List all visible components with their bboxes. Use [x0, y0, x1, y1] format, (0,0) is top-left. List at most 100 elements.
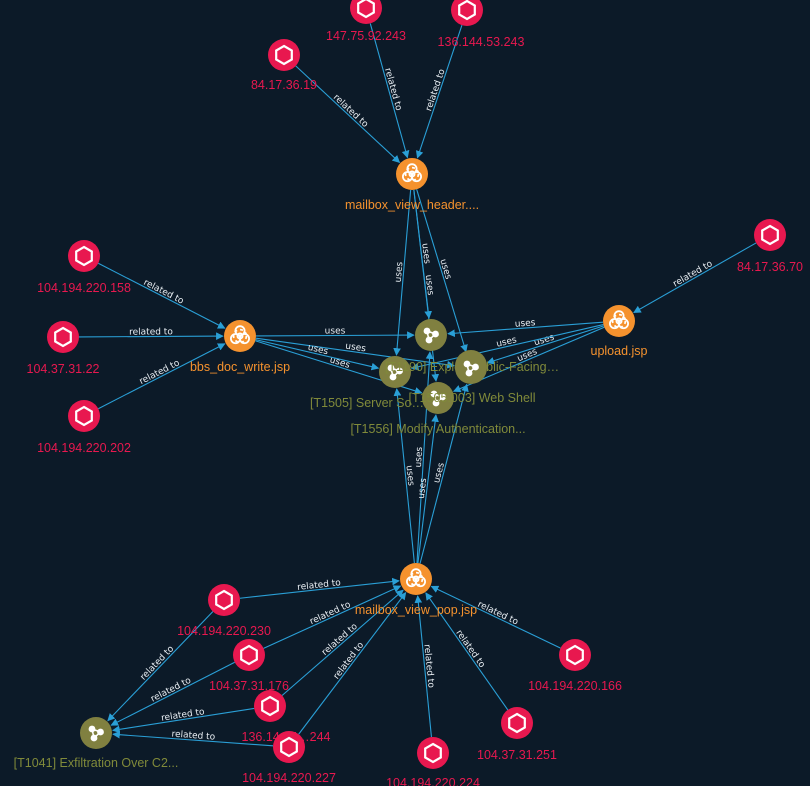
- edge-label: uses: [414, 446, 425, 468]
- node-circle[interactable]: [68, 240, 100, 272]
- node-label: bbs_doc_write.jsp: [190, 360, 290, 374]
- edge-mw2-t5: [255, 337, 455, 369]
- edge-ip13-mw4: [425, 592, 509, 711]
- node-technique-t1[interactable]: [415, 319, 447, 351]
- edge-ip9-t6: [110, 661, 235, 726]
- node-circle[interactable]: [422, 382, 454, 414]
- node-label: mailbox_view_header....: [345, 198, 479, 212]
- edge-label: related to: [421, 644, 435, 689]
- edge-label: related to: [142, 278, 186, 307]
- node-circle[interactable]: [273, 731, 305, 763]
- node-label: 104.194.220.230: [177, 624, 271, 638]
- node-ip-ip6[interactable]: 104.37.31.22: [27, 321, 100, 376]
- node-ip-ip11[interactable]: 104.194.220.227: [242, 731, 336, 785]
- node-circle[interactable]: [233, 639, 265, 671]
- node-label: 104.194.220.227: [242, 771, 336, 785]
- node-circle[interactable]: [47, 321, 79, 353]
- node-circle[interactable]: [208, 584, 240, 616]
- node-label: [T1041] Exfiltration Over C2...: [14, 756, 179, 770]
- edge-mw4-t5: [419, 383, 469, 564]
- edge-mw4-t4: [417, 414, 439, 564]
- node-circle[interactable]: [268, 39, 300, 71]
- edge-label: uses: [533, 333, 556, 349]
- node-malware-mw1[interactable]: mailbox_view_header....: [345, 158, 479, 212]
- node-label: 104.194.220.166: [528, 679, 622, 693]
- node-circle[interactable]: [379, 356, 411, 388]
- edge-ip2-mw1: [415, 24, 463, 159]
- node-ip-ip5[interactable]: 104.194.220.158: [37, 240, 131, 295]
- node-label: 104.194.220.158: [37, 281, 131, 295]
- node-malware-mw2[interactable]: bbs_doc_write.jsp: [190, 320, 290, 374]
- edge-label: uses: [345, 342, 367, 355]
- node-circle[interactable]: [455, 352, 487, 384]
- edge-label: related to: [139, 644, 177, 683]
- edge-label: related to: [671, 259, 714, 290]
- edge-ip1-mw1: [369, 23, 410, 159]
- edge-label: related to: [308, 600, 352, 627]
- node-label: [T1556] Modify Authentication...: [350, 422, 525, 436]
- node-label: 104.37.31.22: [27, 362, 100, 376]
- edge-label: uses: [394, 261, 406, 283]
- node-ip-ip2[interactable]: 136.144.53.243: [438, 0, 525, 49]
- node-circle[interactable]: [417, 737, 449, 769]
- edge-ip5-mw2: [97, 262, 226, 329]
- node-ip-ip4[interactable]: 84.17.36.70: [737, 219, 803, 274]
- edge-ip8-t6: [107, 611, 214, 722]
- edge-ip6-mw2: [78, 332, 224, 340]
- edge-mw3-t5: [486, 325, 604, 365]
- node-ip-ip14[interactable]: 104.194.220.166: [528, 639, 622, 693]
- edge-ip12-mw4: [414, 595, 432, 738]
- edge-ip7-mw2: [97, 343, 226, 410]
- edge-label: related to: [129, 327, 173, 337]
- node-circle[interactable]: [501, 707, 533, 739]
- node-circle[interactable]: [451, 0, 483, 26]
- node-technique-t4[interactable]: [T1556] Modify Authentication...: [350, 382, 526, 436]
- edge-label: related to: [453, 628, 487, 670]
- edge-mw2-t2: [255, 339, 380, 371]
- node-circle[interactable]: [754, 219, 786, 251]
- edge-label: related to: [424, 67, 448, 112]
- node-ip-ip3[interactable]: 84.17.36.19: [251, 39, 317, 92]
- node-technique-t6[interactable]: [T1041] Exfiltration Over C2...: [14, 717, 179, 770]
- edge-ip3-mw1: [295, 65, 401, 163]
- edge-mw3-t1: [447, 321, 604, 338]
- edge-label: uses: [307, 343, 330, 357]
- edge-label: related to: [149, 676, 193, 705]
- node-ip-ip8[interactable]: 104.194.220.230: [177, 584, 271, 638]
- node-ip-ip7[interactable]: 104.194.220.202: [37, 400, 131, 455]
- edge-ip14-mw4: [430, 585, 561, 649]
- edge-label: uses: [423, 274, 435, 296]
- node-malware-mw3[interactable]: upload.jsp: [591, 305, 648, 358]
- node-label: 104.37.31.251: [477, 748, 557, 762]
- node-ip-ip13[interactable]: 104.37.31.251: [477, 707, 557, 762]
- node-technique-t2[interactable]: [T1505] Server So…: [310, 356, 424, 410]
- node-circle[interactable]: [254, 690, 286, 722]
- node-label: 84.17.36.19: [251, 78, 317, 92]
- edge-ip10-t6: [112, 707, 255, 734]
- edge-ip8-mw4: [239, 577, 400, 599]
- node-circle[interactable]: [559, 639, 591, 671]
- node-circle[interactable]: [68, 400, 100, 432]
- edge-label: uses: [404, 465, 416, 487]
- edge-label: uses: [417, 477, 429, 499]
- edge-label: related to: [297, 578, 342, 593]
- edge-ip11-mw4: [298, 591, 407, 735]
- edge-ip11-t6: [112, 730, 274, 747]
- edge-label: related to: [331, 93, 370, 130]
- node-label: 104.194.220.224: [386, 776, 480, 786]
- node-technique-t5[interactable]: [T1505.003] Web Shell: [409, 352, 536, 405]
- node-circle[interactable]: [80, 717, 112, 749]
- node-ip-ip12[interactable]: 104.194.220.224: [386, 737, 480, 786]
- node-circle[interactable]: [415, 319, 447, 351]
- node-label: 147.75.92.243: [326, 29, 406, 43]
- edge-ip9-mw4: [263, 585, 402, 649]
- edge-label: related to: [138, 358, 182, 387]
- node-ip-ip9[interactable]: 104.37.31.176: [209, 639, 289, 693]
- node-ip-ip1[interactable]: 147.75.92.243: [326, 0, 406, 43]
- edge-mw1-t2: [393, 189, 412, 356]
- node-circle[interactable]: [350, 0, 382, 24]
- node-malware-mw4[interactable]: mailbox_view_pop.jsp: [355, 563, 477, 617]
- edge-label: uses: [515, 318, 537, 330]
- edge-label: uses: [432, 461, 447, 484]
